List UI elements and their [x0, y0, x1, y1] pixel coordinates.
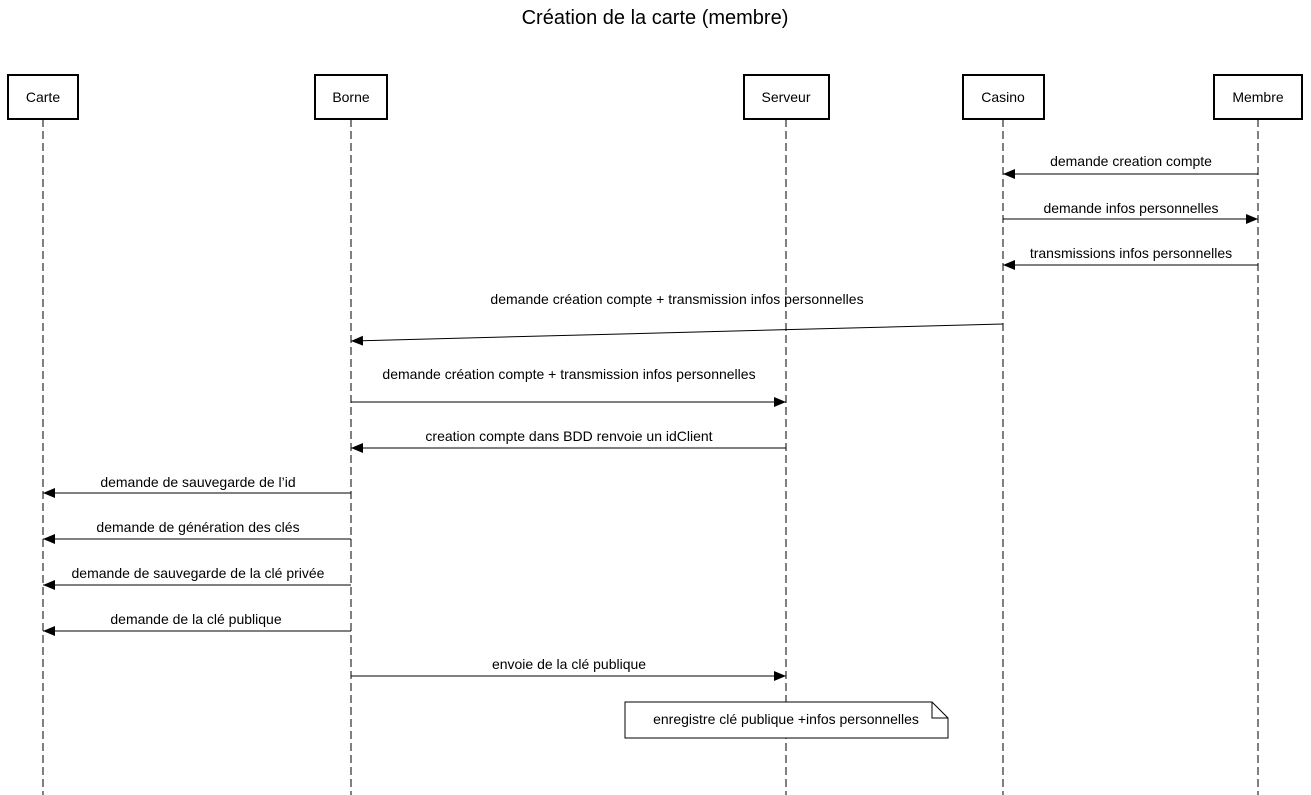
message-label: demande infos personnelles — [1043, 200, 1218, 216]
note-label: enregistre clé publique +infos personnel… — [653, 711, 919, 727]
message-label: demande de la clé publique — [110, 611, 281, 627]
message-11: envoie de la clé publique — [351, 656, 786, 681]
message-6: creation compte dans BDD renvoie un idCl… — [351, 428, 786, 453]
message-label: demande création compte + transmission i… — [490, 291, 863, 307]
participant-box — [743, 74, 830, 120]
participant-label: Borne — [332, 89, 370, 105]
note-shape — [624, 701, 949, 739]
message-label: envoie de la clé publique — [492, 656, 646, 672]
participant-label: Membre — [1232, 89, 1284, 105]
message-label: demande création compte + transmission i… — [382, 366, 755, 382]
note-serveur: enregistre clé publique +infos personnel… — [624, 701, 949, 739]
lifelines — [42, 119, 1259, 795]
message-8: demande de génération des clés — [43, 519, 351, 544]
message-1: demande creation compte — [1003, 153, 1258, 179]
participant-casino: Casino — [962, 74, 1045, 120]
message-arrow — [350, 323, 1004, 346]
message-label: demande de sauvegarde de l’id — [100, 474, 295, 490]
message-4: demande création compte + transmission i… — [350, 291, 1004, 346]
participant-box — [314, 74, 388, 120]
note-fold — [931, 702, 948, 719]
participant-box — [962, 74, 1045, 120]
diagram-title: Création de la carte (membre) — [522, 7, 789, 29]
participant-carte: Carte — [7, 74, 79, 120]
message-10: demande de la clé publique — [43, 611, 351, 636]
participant-serveur: Serveur — [743, 74, 830, 120]
participant-label: Carte — [26, 89, 60, 105]
message-label: creation compte dans BDD renvoie un idCl… — [425, 428, 712, 444]
message-2: demande infos personnelles — [1003, 200, 1258, 224]
message-7: demande de sauvegarde de l’id — [43, 474, 351, 498]
message-9: demande de sauvegarde de la clé privée — [43, 565, 351, 590]
message-label: demande creation compte — [1050, 153, 1212, 169]
message-label: demande de sauvegarde de la clé privée — [72, 565, 325, 581]
participant-box — [7, 74, 79, 120]
message-label: transmissions infos personnelles — [1030, 245, 1232, 261]
message-3: transmissions infos personnelles — [1003, 245, 1258, 270]
message-label: demande de génération des clés — [96, 519, 299, 535]
participant-borne: Borne — [314, 74, 388, 120]
participant-box — [1213, 74, 1303, 120]
participant-label: Serveur — [761, 89, 810, 105]
message-5: demande création compte + transmission i… — [351, 366, 786, 407]
participant-membre: Membre — [1213, 74, 1303, 120]
participant-label: Casino — [981, 89, 1025, 105]
